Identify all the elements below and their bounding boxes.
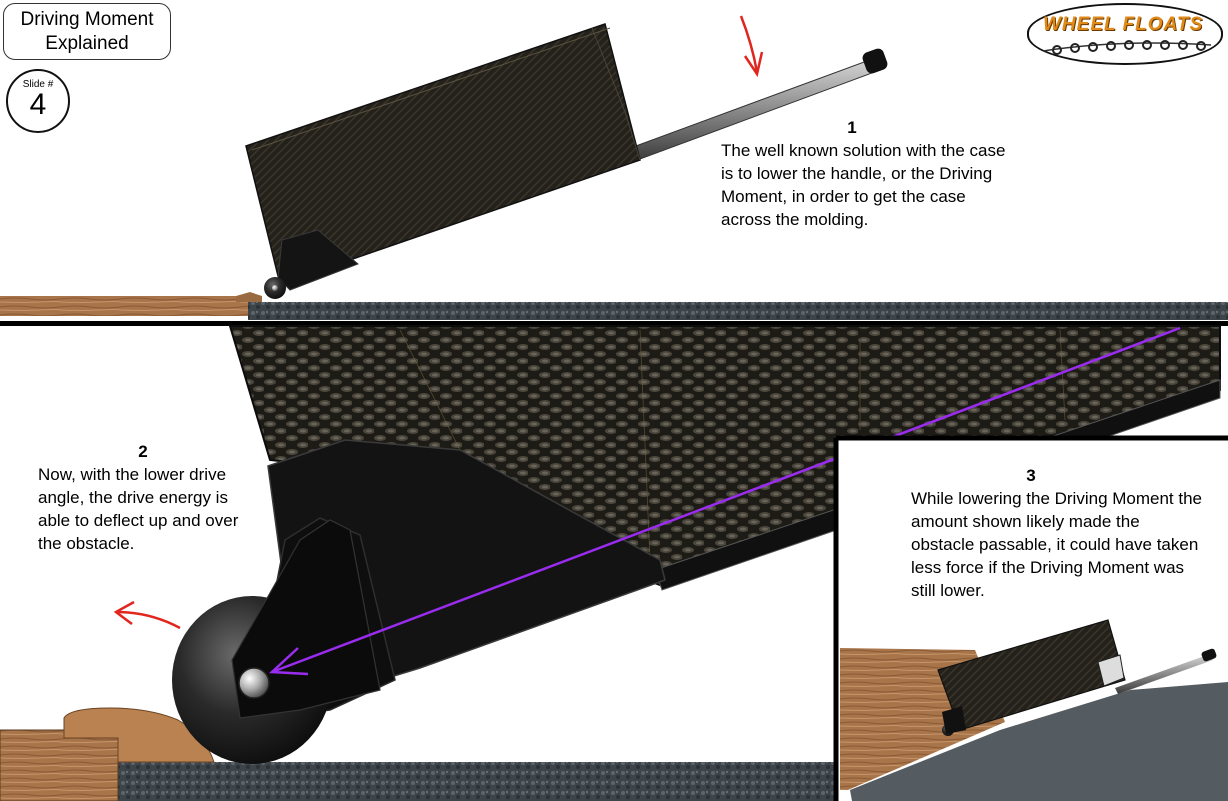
slide-title-box: Driving Moment Explained: [3, 3, 171, 60]
slide-title-line-2: Explained: [45, 33, 129, 54]
closeup-red-arrow: [115, 610, 181, 630]
drive-moment-line: [271, 326, 1181, 674]
inset-carpet: [850, 682, 1228, 801]
top-scene: [0, 15, 1228, 320]
slide-number: 4: [29, 88, 47, 121]
drive-moment-arrowhead: [268, 647, 309, 676]
top-wood-floor: [0, 296, 248, 316]
logo-wheels-icon: [1043, 40, 1211, 55]
note-1-text: The well known solution with the case is…: [721, 141, 1006, 229]
top-molding: [236, 292, 262, 302]
top-bracket: [277, 229, 359, 291]
logo-text: WHEEL FLOATS: [1043, 14, 1204, 35]
note-2-number: 2: [138, 442, 148, 461]
note-1-number: 1: [847, 118, 857, 137]
slide-number-badge: Slide # 4: [6, 69, 70, 133]
note-2-text: Now, with the lower drive angle, the dri…: [38, 465, 239, 553]
note-2: 2 Now, with the lower drive angle, the d…: [38, 440, 253, 555]
note-3-text: While lowering the Driving Moment the am…: [911, 489, 1203, 600]
slide-number-label: Slide #: [22, 79, 54, 90]
closeup-molding: [63, 707, 215, 763]
slide-title-line-1: Driving Moment: [20, 9, 154, 30]
top-red-arrow: [739, 15, 759, 73]
top-handle-grip: [862, 48, 888, 74]
note-3: 3 While lowering the Driving Moment the …: [911, 464, 1206, 602]
wheelfloats-logo: WHEEL FLOATS: [1027, 3, 1223, 65]
note-1: 1 The well known solution with the case …: [721, 116, 1011, 231]
panel-divider: [0, 321, 1228, 326]
closeup-hub: [238, 667, 270, 699]
closeup-wood-block: [0, 729, 119, 801]
inset-panel: [833, 435, 1228, 801]
top-carpet: [248, 302, 1228, 320]
inset-handle: [1115, 654, 1213, 694]
closeup-carpet: [115, 762, 840, 801]
note-3-number: 3: [1026, 466, 1036, 485]
